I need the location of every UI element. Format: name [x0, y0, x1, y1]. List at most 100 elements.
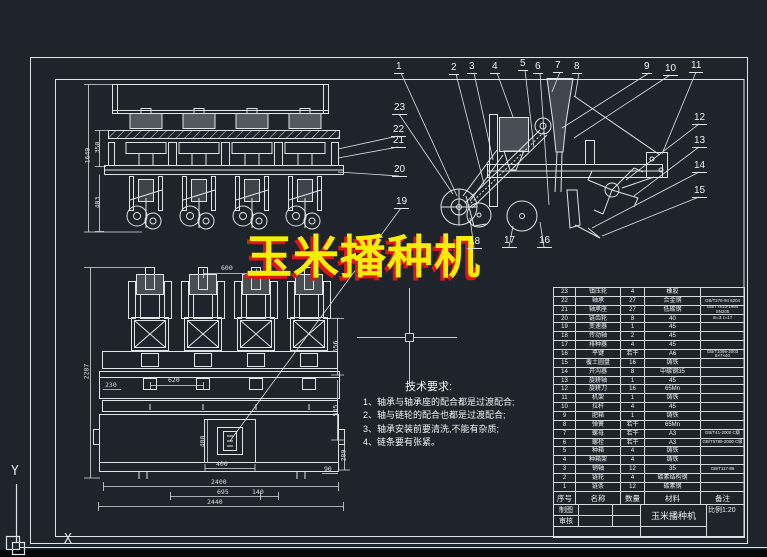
title-block-check-label: 审核: [554, 516, 579, 527]
parts-table-cell: 13: [554, 376, 576, 386]
parts-table-cell: 40: [645, 314, 701, 324]
watermark-title: 玉米播种机: [246, 231, 481, 283]
parts-table-cell: [701, 403, 745, 413]
parts-table-cell: 若干: [621, 429, 645, 439]
parts-table-cell: 18: [554, 332, 576, 342]
parts-table-cell: 螺栓: [576, 438, 621, 448]
parts-table-cell: GB/T276-94 6204: [701, 296, 745, 306]
tech-requirements-list: 1、轴承与轴承座的配合都是过渡配合;2、轴与链轮的配合也都是过渡配合;3、轴承安…: [363, 396, 568, 450]
parts-table-cell: 4: [621, 474, 645, 483]
parts-table-cell: GB/T41-2000 C级: [701, 429, 745, 439]
dimension-lines: [84, 84, 350, 511]
parts-table-cell: 10: [554, 403, 576, 413]
parts-table-cell: [701, 474, 745, 483]
tech-requirements: 技术要求: 1、轴承与轴承座的配合都是过渡配合;2、轴与链轮的配合也都是过渡配合…: [363, 381, 568, 450]
plan-view-units: [128, 267, 331, 410]
parts-table-cell: 4: [621, 456, 645, 466]
leader-line: [601, 196, 700, 237]
parts-table-cell: 若干: [621, 420, 645, 430]
parts-table-cell: 排种器: [576, 341, 621, 351]
parts-table-cell: GB/T1096-2003 8×7×40: [701, 350, 745, 359]
parts-table-cell: A6: [645, 350, 701, 359]
parts-table-cell: 低碳钢: [645, 305, 701, 315]
parts-table-cell: 机架: [576, 394, 621, 404]
tech-requirement-item: 2、轴与链轮的配合也都是过渡配合;: [363, 410, 506, 420]
ucs-icon: [5, 484, 26, 556]
parts-table-cell: 碳素结构钢: [645, 474, 701, 483]
title-block-draw-label: 制图: [554, 505, 579, 516]
parts-table-cell: 21: [554, 305, 576, 315]
leader-line: [539, 221, 545, 248]
parts-table-cell: 45: [645, 403, 701, 413]
leader-line: [625, 123, 700, 181]
parts-table-cell: 铸铁: [645, 447, 701, 457]
parts-table-cell: [701, 385, 745, 395]
parts-table-cell: 传动轴: [576, 332, 621, 342]
parts-table-cell: 16: [621, 385, 645, 395]
parts-table-cell: 45: [645, 376, 701, 386]
parts-table-cell: 1: [621, 376, 645, 386]
leader-line: [496, 72, 514, 118]
ucs-x-label: X: [64, 532, 72, 547]
parts-table-cell: 45: [645, 323, 701, 333]
parts-table-cell: [701, 341, 745, 351]
parts-table-cell: 65Mn: [645, 385, 701, 395]
parts-table-cell: [701, 288, 745, 297]
leader-line: [633, 146, 700, 197]
parts-table-cell: 旋耕刀: [576, 385, 621, 395]
parts-table-cell: 轴承: [576, 296, 621, 306]
parts-table-cell: 螺母: [576, 429, 621, 439]
parts-table-cell: [701, 420, 745, 430]
parts-table-cell: 铸铁: [645, 412, 701, 421]
parts-table-cell: 1: [621, 323, 645, 333]
parts-table-cell: 4: [554, 456, 576, 466]
leader-line: [398, 113, 454, 195]
parts-table-cell: 1: [621, 412, 645, 421]
parts-table-cell: 若干: [621, 438, 645, 448]
parts-table-cell: [701, 412, 745, 421]
parts-table-cell: 轴承座: [576, 305, 621, 315]
leader-line: [337, 171, 400, 177]
parts-table-cell: 镇压轮: [576, 288, 621, 297]
parts-table-cell: 8: [621, 314, 645, 324]
parts-table-cell: 铸铁: [645, 394, 701, 404]
bottom-strip: [0, 549, 767, 557]
leader-line: [455, 73, 485, 185]
parts-table-cell: 20: [554, 314, 576, 324]
leader-line: [400, 72, 458, 197]
leader-line: [591, 171, 700, 229]
parts-table-cell: [701, 394, 745, 404]
parts-table-cell: 4: [621, 341, 645, 351]
parts-table-cell: 覆土圆盘: [576, 358, 621, 368]
leader-line: [229, 207, 402, 442]
crosshair-cursor: [357, 288, 457, 386]
parts-table-cell: 平键: [576, 350, 621, 359]
parts-table-cell: 铸铁: [645, 358, 701, 368]
parts-table-cell: 2: [621, 332, 645, 342]
tech-requirement-item: 4、链条要有张紧。: [363, 437, 441, 447]
parts-table-cell: A3: [645, 438, 701, 448]
title-block-cell: [579, 505, 613, 516]
leader-line: [337, 146, 399, 159]
parts-table-cell: [701, 367, 745, 377]
parts-table-cell: [701, 447, 745, 457]
leader-line: [551, 71, 561, 93]
title-block: 制图 玉米播种机 比例1:20 审核: [553, 504, 745, 538]
parts-table-cell: 8: [621, 367, 645, 377]
parts-table-cell: 12: [554, 385, 576, 395]
parts-table-cell: GB/T7810-1994 SN205: [701, 305, 745, 315]
parts-table-cell: 种箱架: [576, 456, 621, 466]
leader-lines: [229, 69, 700, 442]
parts-table-cell: [701, 332, 745, 342]
parts-table-cell: 4: [621, 447, 645, 457]
parts-table-cell: 12: [621, 465, 645, 475]
parts-table-cell: 6: [554, 438, 576, 448]
tech-requirement-item: 3、轴承安装前要清洗,不能有杂质;: [363, 423, 500, 434]
leader-line: [574, 72, 580, 98]
parts-table-cell: 14: [554, 367, 576, 377]
title-block-cell: [554, 527, 641, 538]
parts-table-cell: 11: [554, 394, 576, 404]
parts-table-cell: 销轴: [576, 465, 621, 475]
